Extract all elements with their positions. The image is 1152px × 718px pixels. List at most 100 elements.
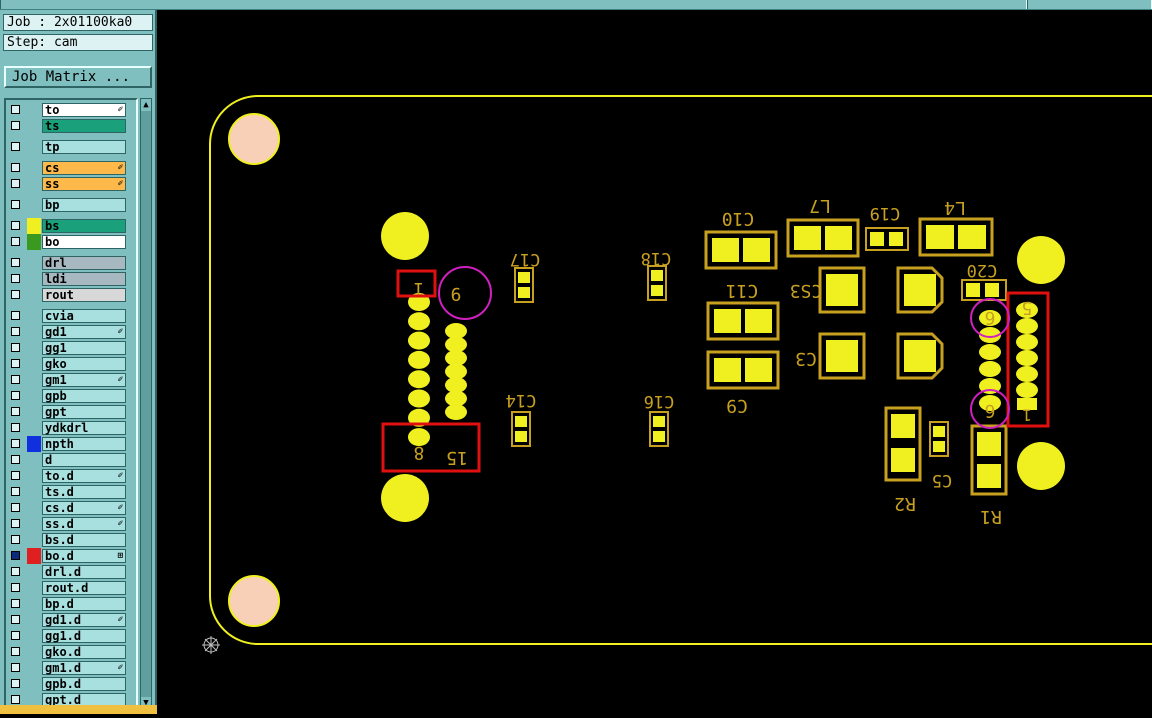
layer-color-swatch[interactable] (27, 234, 41, 250)
layer-checkbox[interactable] (11, 583, 20, 592)
layer-row-bs[interactable]: bs (6, 218, 136, 234)
layer-name[interactable]: ldi (42, 272, 126, 286)
layer-name[interactable]: bs.d (42, 533, 126, 547)
layer-name[interactable]: ts (42, 119, 126, 133)
layer-row-gpb[interactable]: gpb (6, 388, 136, 404)
layer-checkbox[interactable] (11, 311, 20, 320)
layer-checkbox[interactable] (11, 142, 20, 151)
layer-row-npth[interactable]: npth (6, 436, 136, 452)
layer-row-drl-d[interactable]: drl.d (6, 564, 136, 580)
layer-row-gko[interactable]: gko (6, 356, 136, 372)
scroll-down-icon[interactable]: ▼ (141, 697, 151, 709)
layer-color-swatch[interactable] (27, 436, 41, 452)
layer-checkbox[interactable] (11, 343, 20, 352)
layer-checkbox[interactable] (11, 121, 20, 130)
layer-row-bo[interactable]: bo (6, 234, 136, 250)
layer-name[interactable]: cs✐ (42, 161, 126, 175)
layer-name[interactable]: bp (42, 198, 126, 212)
layer-name[interactable]: tp (42, 140, 126, 154)
layer-name[interactable]: rout.d (42, 581, 126, 595)
layer-row-gpb-d[interactable]: gpb.d (6, 676, 136, 692)
layer-checkbox[interactable] (11, 221, 20, 230)
layer-name[interactable]: gd1.d✐ (42, 613, 126, 627)
layer-checkbox[interactable] (11, 679, 20, 688)
layer-row-gd1[interactable]: gd1✐ (6, 324, 136, 340)
layer-name[interactable]: to.d✐ (42, 469, 126, 483)
layer-color-swatch[interactable] (27, 218, 41, 234)
layer-color-swatch[interactable] (27, 548, 41, 564)
scroll-up-icon[interactable]: ▲ (141, 99, 151, 111)
layer-checkbox[interactable] (11, 599, 20, 608)
layer-row-ydkdrl[interactable]: ydkdrl (6, 420, 136, 436)
layer-name[interactable]: to✐ (42, 103, 126, 117)
layer-checkbox[interactable] (11, 695, 20, 704)
layer-row-ts[interactable]: ts (6, 118, 136, 134)
layer-row-cs-d[interactable]: cs.d✐ (6, 500, 136, 516)
layer-name[interactable]: bs (42, 219, 126, 233)
layer-name[interactable]: gpb (42, 389, 126, 403)
layer-checkbox[interactable] (11, 647, 20, 656)
layer-row-bo-d[interactable]: bo.d⊞ (6, 548, 136, 564)
layer-row-tp[interactable]: tp (6, 139, 136, 155)
layer-row-cs[interactable]: cs✐ (6, 160, 136, 176)
layer-row-gg1-d[interactable]: gg1.d (6, 628, 136, 644)
layer-row-drl[interactable]: drl (6, 255, 136, 271)
layer-checkbox[interactable] (11, 258, 20, 267)
layer-checkbox[interactable] (11, 663, 20, 672)
layer-name[interactable]: gg1 (42, 341, 126, 355)
layer-checkbox[interactable] (11, 615, 20, 624)
layer-name[interactable]: ts.d (42, 485, 126, 499)
layer-row-gko-d[interactable]: gko.d (6, 644, 136, 660)
layer-row-to-d[interactable]: to.d✐ (6, 468, 136, 484)
layer-checkbox[interactable] (11, 290, 20, 299)
layer-name[interactable]: drl (42, 256, 126, 270)
layer-row-gpt[interactable]: gpt (6, 404, 136, 420)
layer-checkbox[interactable] (11, 327, 20, 336)
layer-checkbox[interactable] (11, 179, 20, 188)
layer-name[interactable]: gg1.d (42, 629, 126, 643)
layer-checkbox[interactable] (11, 535, 20, 544)
layer-row-gm1[interactable]: gm1✐ (6, 372, 136, 388)
layer-row-rout[interactable]: rout (6, 287, 136, 303)
layer-name[interactable]: gko.d (42, 645, 126, 659)
layer-row-cvia[interactable]: cvia (6, 308, 136, 324)
layer-checkbox[interactable] (11, 487, 20, 496)
layer-name[interactable]: gpt (42, 405, 126, 419)
layer-row-to[interactable]: to✐ (6, 102, 136, 118)
layer-row-ldi[interactable]: ldi (6, 271, 136, 287)
layer-name[interactable]: gpb.d (42, 677, 126, 691)
layer-row-gd1-d[interactable]: gd1.d✐ (6, 612, 136, 628)
layer-row-ss[interactable]: ss✐ (6, 176, 136, 192)
layer-checkbox[interactable] (11, 391, 20, 400)
layer-row-gm1-d[interactable]: gm1.d✐ (6, 660, 136, 676)
layer-checkbox[interactable] (11, 423, 20, 432)
layer-checkbox[interactable] (11, 237, 20, 246)
layer-checkbox[interactable] (11, 274, 20, 283)
layer-checkbox[interactable] (11, 375, 20, 384)
layer-name[interactable]: npth (42, 437, 126, 451)
layer-checkbox[interactable] (11, 200, 20, 209)
layer-row-bs-d[interactable]: bs.d (6, 532, 136, 548)
layer-row-bp-d[interactable]: bp.d (6, 596, 136, 612)
layer-checkbox[interactable] (11, 519, 20, 528)
layer-row-gg1[interactable]: gg1 (6, 340, 136, 356)
layer-checkbox[interactable] (11, 439, 20, 448)
layer-checkbox[interactable] (11, 503, 20, 512)
layer-checkbox[interactable] (11, 455, 20, 464)
layer-name[interactable]: bo.d⊞ (42, 549, 126, 563)
layer-row-d[interactable]: d (6, 452, 136, 468)
layer-checkbox[interactable] (11, 105, 20, 114)
layer-name[interactable]: bo (42, 235, 126, 249)
layer-row-rout-d[interactable]: rout.d (6, 580, 136, 596)
job-matrix-button[interactable]: Job Matrix ... (4, 66, 152, 88)
layer-name[interactable]: rout (42, 288, 126, 302)
layer-name[interactable]: gm1✐ (42, 373, 126, 387)
layer-name[interactable]: ss.d✐ (42, 517, 126, 531)
layer-name[interactable]: gko (42, 357, 126, 371)
layer-name[interactable]: ss✐ (42, 177, 126, 191)
layer-name[interactable]: cs.d✐ (42, 501, 126, 515)
layer-checkbox[interactable] (11, 631, 20, 640)
